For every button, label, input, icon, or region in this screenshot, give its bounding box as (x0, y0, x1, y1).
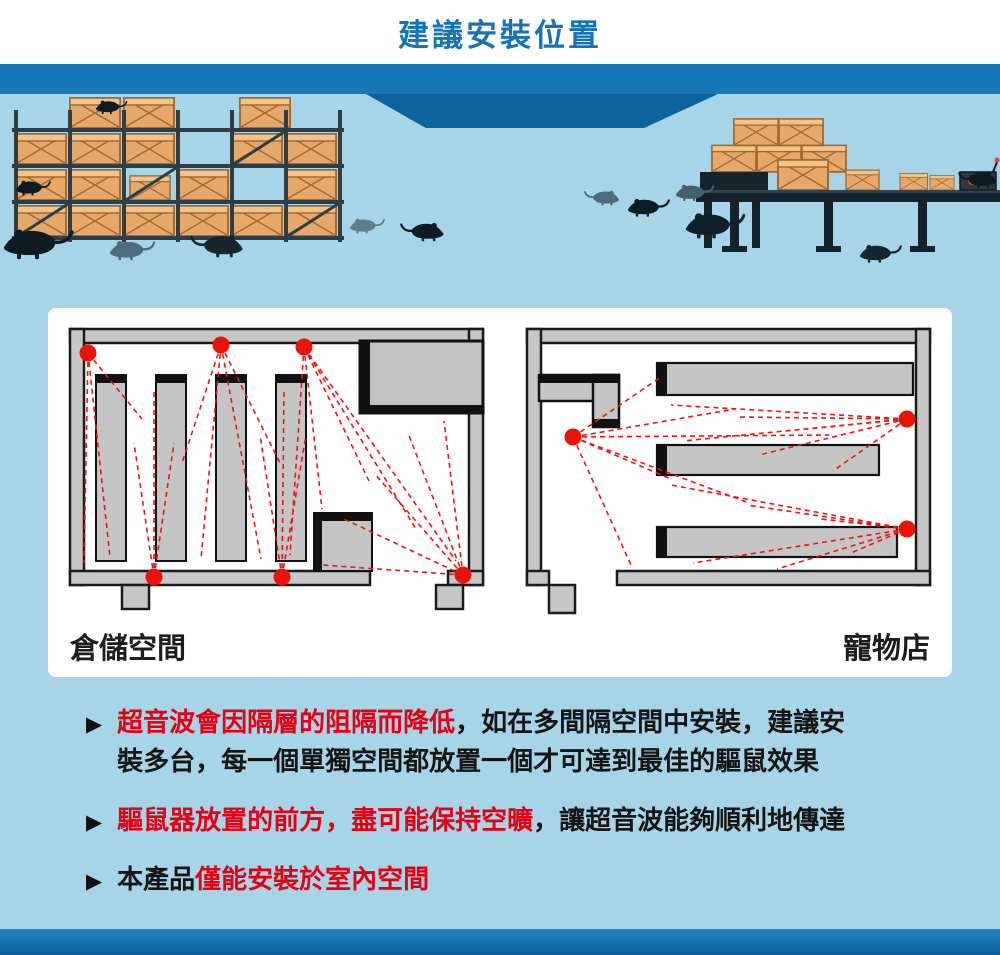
repeller-dots (564, 410, 916, 538)
shelving-rows (655, 361, 915, 559)
repeller-dot (79, 344, 97, 362)
repeller-dot (564, 428, 582, 446)
floorplan-warehouse (68, 327, 485, 611)
door-stub (120, 583, 151, 611)
note-segment: 驅鼠器放置的前方，盡可能保持空曠 (117, 805, 534, 835)
floorplans (64, 323, 936, 623)
triangle-bullet-icon: ▶ (86, 713, 103, 736)
corner-block (358, 339, 485, 415)
rat-icon (349, 217, 385, 235)
rat-icon (584, 189, 620, 207)
triangle-bullet-icon: ▶ (86, 811, 103, 834)
shelving-shadows (657, 363, 667, 557)
note-text: 驅鼠器放置的前方，盡可能保持空曠，讓超音波能夠順利地傳達 (117, 801, 845, 840)
door-stub (547, 583, 577, 615)
notes-list: ▶ 超音波會因隔層的阻隔而降低，如在多間隔空間中安裝，建議安裝多台，每一個單獨空… (86, 703, 952, 919)
warehouse-label: 倉儲空間 (70, 633, 187, 665)
note-segment: ，如在多間隔空間中安裝，建議安 (455, 707, 846, 737)
floorplan-panel: 倉儲空間 寵物店 (48, 308, 952, 677)
note-segment: 本產品 (117, 864, 196, 894)
triangle-bullet-icon: ▶ (86, 870, 103, 893)
ultrasonic-rays (83, 344, 464, 578)
repeller-dot (295, 338, 313, 356)
note-text: 超音波會因隔層的阻隔而降低，如在多間隔空間中安裝，建議安裝多台，每一個單獨空間都… (117, 703, 845, 781)
rat-icon (626, 197, 670, 218)
shelving-shadows (96, 375, 372, 571)
illustration-svg (2, 97, 1000, 264)
plan-labels: 倉儲空間 寵物店 (64, 623, 936, 671)
list-item: ▶ 本產品僅能安裝於室內空間 (86, 860, 952, 899)
list-item: ▶ 超音波會因隔層的阻隔而降低，如在多間隔空間中安裝，建議安裝多台，每一個單獨空… (86, 703, 952, 781)
repeller-dot (898, 520, 916, 538)
note-segment: 僅能安裝於室內空間 (195, 864, 430, 894)
note-text: 本產品僅能安裝於室內空間 (117, 860, 429, 899)
warehouse-illustration (0, 94, 1000, 290)
repeller-dot (212, 336, 230, 354)
repeller-dots (79, 336, 472, 586)
note-segment: 裝多台，每一個單獨空間都放置一個才可達到最佳的驅鼠效果 (117, 746, 820, 776)
note-segment: ，讓超音波能夠順利地傳達 (533, 805, 846, 835)
rack-frame (12, 110, 344, 242)
rat-icon (858, 243, 902, 264)
repeller-dot (273, 568, 291, 586)
rat-icon (108, 239, 156, 262)
page-title: 建議安裝位置 (398, 17, 602, 53)
shelving-rows (95, 374, 373, 572)
petstore-label: 寵物店 (842, 633, 930, 665)
door-stub (434, 583, 465, 611)
note-segment: 超音波會因隔層的阻隔而降低 (117, 707, 456, 737)
partition-l-wall (537, 373, 621, 429)
header-band (0, 64, 1000, 94)
walls (525, 327, 932, 615)
repeller-dot (898, 410, 916, 428)
belt-crates (777, 159, 955, 191)
list-item: ▶ 驅鼠器放置的前方，盡可能保持空曠，讓超音波能夠順利地傳達 (86, 801, 952, 840)
storage-rack (12, 97, 344, 242)
footer-band (0, 929, 1000, 955)
floorplan-petstore (525, 327, 932, 615)
conveyor (696, 118, 1000, 252)
repeller-dot (454, 566, 472, 584)
page-header: 建議安裝位置 (0, 0, 1000, 64)
rat-icon (400, 221, 445, 243)
rack-braces (17, 130, 339, 238)
repeller-dot (145, 568, 163, 586)
ultrasonic-rays (572, 376, 908, 570)
